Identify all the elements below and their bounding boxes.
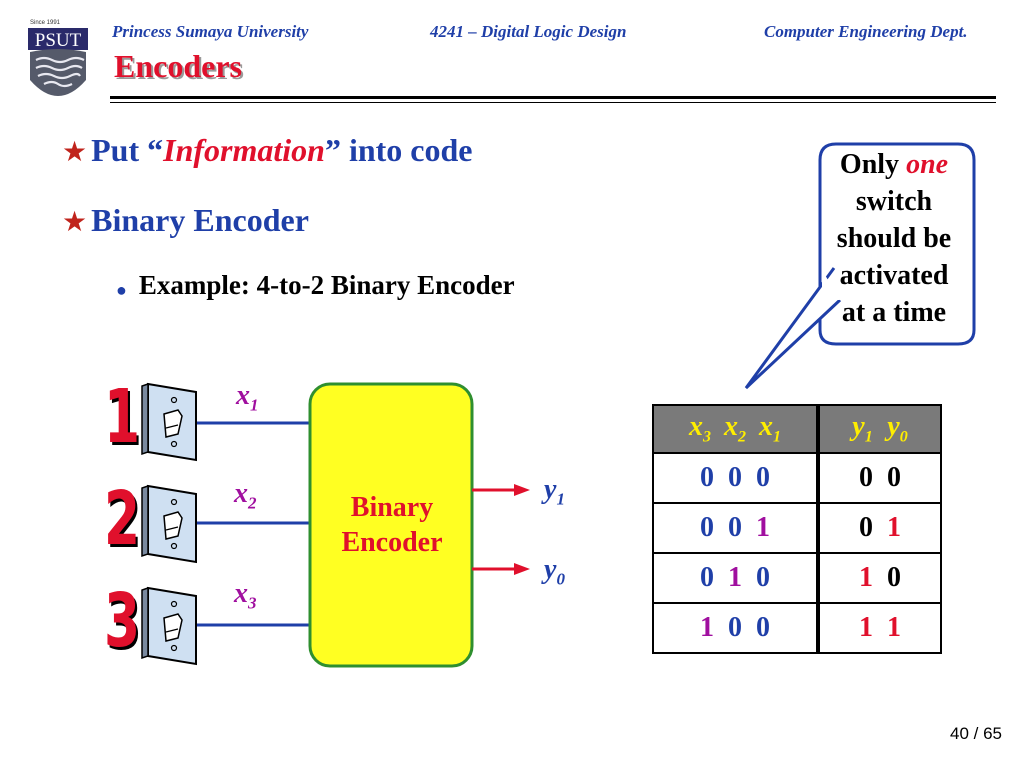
header-dept: Computer Engineering Dept.: [764, 22, 968, 41]
dot-icon: ●: [116, 279, 127, 300]
switch-2: [141, 484, 197, 564]
switch-1: [141, 382, 197, 462]
callout-line1: Only: [839, 149, 907, 180]
bullet-2: ★ Binary Encoder: [62, 202, 309, 239]
callout-one: one: [906, 149, 949, 180]
label-x1: x1: [236, 380, 259, 415]
sub-bullet: ● Example: 4-to-2 Binary Encoder: [116, 270, 515, 301]
table-header-row: x3 x2 x1 y1 y0: [652, 404, 942, 454]
callout-line3: should be: [836, 223, 952, 254]
encoder-label-line2: Encoder: [341, 527, 443, 558]
callout-line4: activated: [839, 260, 949, 291]
switch-3: [141, 586, 197, 666]
header-rule: [110, 96, 996, 99]
switch-number-3: 3: [104, 578, 141, 664]
header-outputs: y1 y0: [816, 404, 942, 454]
slide-title: Encoders: [114, 48, 242, 84]
label-y1: y1: [544, 474, 565, 509]
switch-number-2: 2: [104, 476, 141, 562]
encoder-label-line1: Binary: [350, 492, 434, 523]
header-rule-thin: [110, 102, 996, 103]
sub-bullet-text: Example: 4-to-2 Binary Encoder: [138, 270, 515, 300]
star-icon: ★: [62, 207, 88, 238]
callout-line5: at a time: [841, 297, 947, 328]
bullet-2-text: Binary Encoder: [91, 202, 309, 238]
label-y0: y0: [544, 554, 565, 589]
header-university: Princess Sumaya University: [112, 22, 309, 41]
header-course: 4241 – Digital Logic Design: [430, 22, 627, 41]
bullet-1-em: Information: [163, 132, 325, 168]
label-x3: x3: [234, 578, 257, 613]
logo-text: PSUT: [35, 30, 82, 51]
psut-logo: Since 1991 PSUT: [26, 16, 90, 106]
encoder-box: [308, 382, 474, 668]
bullet-1-post: ” into code: [324, 132, 473, 168]
bullet-1: ★ Put “Information” into code: [62, 132, 472, 169]
bullet-1-pre: Put “: [91, 132, 164, 168]
encoder-label: Binary Encoder: [312, 490, 472, 560]
page-number: 40 / 65: [950, 724, 1002, 743]
logo-since: Since 1991: [30, 20, 61, 26]
header-inputs: x3 x2 x1: [652, 404, 819, 454]
label-x2: x2: [234, 478, 257, 513]
star-icon: ★: [62, 137, 88, 168]
callout-text: Only one switch should be activated at a…: [814, 146, 974, 331]
switch-number-1: 1: [104, 374, 141, 460]
callout-line2: switch: [855, 186, 933, 217]
